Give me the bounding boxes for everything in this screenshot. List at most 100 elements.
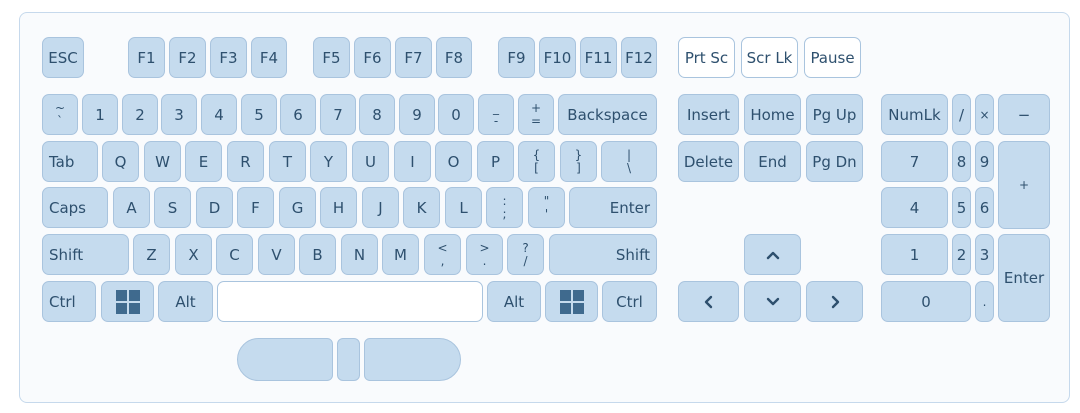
key-rbracket[interactable]: } ] bbox=[560, 141, 597, 182]
key-f3[interactable]: F3 bbox=[210, 37, 247, 78]
key-4[interactable]: 4 bbox=[201, 94, 237, 135]
key-j[interactable]: J bbox=[362, 187, 399, 228]
key-f4[interactable]: F4 bbox=[251, 37, 287, 78]
key-d[interactable]: D bbox=[196, 187, 233, 228]
key-period[interactable]: > . bbox=[466, 234, 503, 275]
key-numpad-enter[interactable]: Enter bbox=[998, 234, 1050, 322]
key-windows-left[interactable] bbox=[101, 281, 154, 322]
key-f1[interactable]: F1 bbox=[128, 37, 165, 78]
key-pause[interactable]: Pause bbox=[804, 37, 861, 78]
key-b[interactable]: B bbox=[299, 234, 336, 275]
key-t[interactable]: T bbox=[269, 141, 306, 182]
key-numpad-5[interactable]: 5 bbox=[952, 187, 971, 228]
key-numlk[interactable]: NumLk bbox=[881, 94, 948, 135]
key-delete[interactable]: Delete bbox=[678, 141, 739, 182]
key-u[interactable]: U bbox=[352, 141, 389, 182]
key-f10[interactable]: F10 bbox=[539, 37, 576, 78]
key-6[interactable]: 6 bbox=[280, 94, 316, 135]
key-f[interactable]: F bbox=[237, 187, 274, 228]
key-numpad-1[interactable]: 1 bbox=[881, 234, 948, 275]
key-f7[interactable]: F7 bbox=[395, 37, 432, 78]
key-7[interactable]: 7 bbox=[320, 94, 356, 135]
key-caps[interactable]: Caps bbox=[42, 187, 108, 228]
key-q[interactable]: Q bbox=[102, 141, 139, 182]
key-numpad-3[interactable]: 3 bbox=[975, 234, 994, 275]
key-ctrl-right[interactable]: Ctrl bbox=[602, 281, 657, 322]
key-arrow-up[interactable] bbox=[744, 234, 801, 275]
key-esc[interactable]: ESC bbox=[42, 37, 84, 78]
key-backspace[interactable]: Backspace bbox=[558, 94, 657, 135]
key-lbracket[interactable]: { [ bbox=[518, 141, 555, 182]
key-numpad-4[interactable]: 4 bbox=[881, 187, 948, 228]
key-scrlk[interactable]: Scr Lk bbox=[741, 37, 798, 78]
key-minus[interactable]: _ - bbox=[478, 94, 514, 135]
key-numpad-decimal[interactable]: . bbox=[975, 281, 994, 322]
key-f12[interactable]: F12 bbox=[621, 37, 657, 78]
key-v[interactable]: V bbox=[258, 234, 295, 275]
key-prtsc[interactable]: Prt Sc bbox=[678, 37, 735, 78]
key-slash[interactable]: ? / bbox=[507, 234, 544, 275]
key-numpad-add[interactable]: + bbox=[998, 141, 1050, 229]
key-n[interactable]: N bbox=[341, 234, 378, 275]
key-arrow-left[interactable] bbox=[678, 281, 739, 322]
key-f8[interactable]: F8 bbox=[436, 37, 472, 78]
key-w[interactable]: W bbox=[144, 141, 181, 182]
key-arrow-down[interactable] bbox=[744, 281, 801, 322]
key-m[interactable]: M bbox=[382, 234, 419, 275]
key-z[interactable]: Z bbox=[133, 234, 170, 275]
key-3[interactable]: 3 bbox=[161, 94, 197, 135]
key-numpad-divide[interactable]: / bbox=[952, 94, 971, 135]
key-f2[interactable]: F2 bbox=[169, 37, 206, 78]
key-numpad-subtract[interactable]: − bbox=[998, 94, 1050, 135]
key-e[interactable]: E bbox=[185, 141, 222, 182]
key-semicolon[interactable]: : ; bbox=[486, 187, 523, 228]
key-numpad-2[interactable]: 2 bbox=[952, 234, 971, 275]
key-numpad-6[interactable]: 6 bbox=[975, 187, 994, 228]
key-numpad-9[interactable]: 9 bbox=[975, 141, 994, 182]
key-2[interactable]: 2 bbox=[122, 94, 158, 135]
trackpad-left-button[interactable] bbox=[237, 338, 333, 381]
key-shift-right[interactable]: Shift bbox=[549, 234, 657, 275]
key-5[interactable]: 5 bbox=[241, 94, 277, 135]
key-numpad-0[interactable]: 0 bbox=[881, 281, 971, 322]
key-tilde[interactable]: ~ ` bbox=[42, 94, 78, 135]
key-windows-right[interactable] bbox=[545, 281, 598, 322]
key-1[interactable]: 1 bbox=[82, 94, 118, 135]
trackpad-right-button[interactable] bbox=[364, 338, 461, 381]
key-numpad-8[interactable]: 8 bbox=[952, 141, 971, 182]
key-h[interactable]: H bbox=[320, 187, 357, 228]
key-enter[interactable]: Enter bbox=[569, 187, 657, 228]
key-g[interactable]: G bbox=[279, 187, 316, 228]
key-tab[interactable]: Tab bbox=[42, 141, 98, 182]
key-f11[interactable]: F11 bbox=[580, 37, 617, 78]
key-home[interactable]: Home bbox=[744, 94, 801, 135]
key-o[interactable]: O bbox=[435, 141, 472, 182]
key-equals[interactable]: + = bbox=[518, 94, 554, 135]
key-l[interactable]: L bbox=[445, 187, 482, 228]
key-c[interactable]: C bbox=[216, 234, 253, 275]
key-backslash[interactable]: | \ bbox=[601, 141, 657, 182]
key-shift-left[interactable]: Shift bbox=[42, 234, 129, 275]
key-end[interactable]: End bbox=[744, 141, 801, 182]
key-8[interactable]: 8 bbox=[359, 94, 395, 135]
key-insert[interactable]: Insert bbox=[678, 94, 739, 135]
key-0[interactable]: 0 bbox=[438, 94, 474, 135]
trackpad-middle-button[interactable] bbox=[337, 338, 360, 381]
key-ctrl-left[interactable]: Ctrl bbox=[42, 281, 96, 322]
key-numpad-multiply[interactable]: × bbox=[975, 94, 994, 135]
key-a[interactable]: A bbox=[113, 187, 150, 228]
key-f9[interactable]: F9 bbox=[498, 37, 535, 78]
key-arrow-right[interactable] bbox=[806, 281, 863, 322]
key-f6[interactable]: F6 bbox=[354, 37, 391, 78]
key-pgup[interactable]: Pg Up bbox=[806, 94, 863, 135]
key-f5[interactable]: F5 bbox=[313, 37, 350, 78]
key-p[interactable]: P bbox=[477, 141, 514, 182]
key-quote[interactable]: " ' bbox=[528, 187, 565, 228]
key-9[interactable]: 9 bbox=[399, 94, 435, 135]
key-y[interactable]: Y bbox=[310, 141, 347, 182]
key-pgdn[interactable]: Pg Dn bbox=[806, 141, 863, 182]
key-space[interactable] bbox=[217, 281, 483, 322]
key-i[interactable]: I bbox=[394, 141, 431, 182]
key-alt-right[interactable]: Alt bbox=[487, 281, 541, 322]
key-x[interactable]: X bbox=[175, 234, 212, 275]
